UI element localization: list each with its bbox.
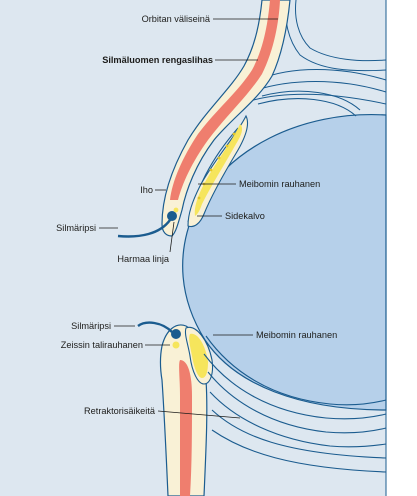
right-edge-line (386, 0, 417, 496)
label-orbital-septum: Orbitan väliseinä (142, 14, 211, 24)
label-retractors: Retraktorisäikeitä (84, 406, 156, 416)
label-zeis-gland: Zeissin talirauhanen (61, 340, 143, 350)
upper-orbicularis-muscle (170, 0, 280, 200)
label-gray-line: Harmaa linja (117, 254, 169, 264)
label-meibomian-lower: Meibomin rauhanen (256, 330, 337, 340)
upper-eyelash (117, 219, 171, 238)
eyeball (182, 113, 387, 411)
upper-lash-follicle (167, 211, 177, 221)
label-eyelash-upper: Silmäripsi (56, 223, 96, 233)
labels: Orbitan väliseinä Silmäluomen rengasliha… (56, 14, 337, 416)
lower-orbicularis-muscle (179, 360, 192, 496)
upper-meibomian-gland (194, 124, 243, 216)
lower-eyelash (137, 321, 173, 333)
label-meibomian-upper: Meibomin rauhanen (239, 179, 320, 189)
label-skin: Iho (140, 185, 153, 195)
leader-lines (99, 18, 278, 419)
zeis-gland-shape (172, 341, 180, 349)
label-eyelash-lower: Silmäripsi (71, 321, 111, 331)
upper-meibomian-dots (197, 132, 236, 200)
lower-meibomian-gland (189, 333, 208, 378)
lower-lash-follicle (171, 329, 181, 339)
label-conjunctiva: Sidekalvo (225, 211, 265, 221)
lower-fornix-lines (203, 335, 387, 473)
label-orbicularis: Silmäluomen rengaslihas (102, 55, 213, 65)
